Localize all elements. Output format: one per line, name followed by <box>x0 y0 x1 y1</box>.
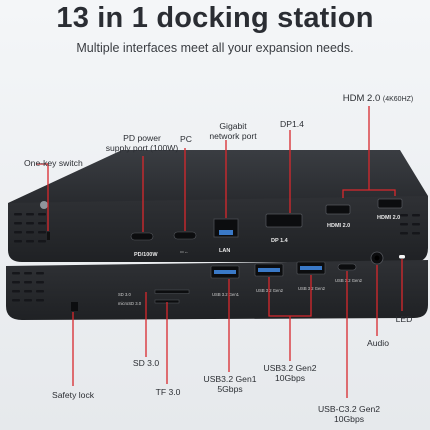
sd-slot-print: SD 3.0 <box>118 292 131 297</box>
pd-label: PD power supply port (100W) <box>92 133 192 153</box>
audio-jack-hole <box>374 255 380 261</box>
usbc-line1: USB-C3.2 Gen2 <box>317 404 381 414</box>
hdmi-port-1[interactable] <box>325 204 351 215</box>
upper-dock-unit: PD/100W ▭↔ LAN DP 1.4 HDMI 2.0 HDMI 2.0 <box>8 150 428 262</box>
pd-port-print: PD/100W <box>134 252 158 258</box>
pc-port[interactable] <box>173 231 197 240</box>
usb-a-port-2-insert <box>258 268 280 272</box>
usbc-label: USB-C3.2 Gen2 10Gbps <box>312 404 386 424</box>
usb-a-port-1-print: USB 3.2 Gen1 <box>212 292 240 297</box>
lan-port-insert <box>219 230 233 235</box>
lower-dock-unit: SD 3.0 microSD 3.0 USB 3.2 Gen1 USB 3.2 … <box>6 251 428 320</box>
usb-a-port-3-insert <box>300 266 322 270</box>
dp-port[interactable] <box>265 213 303 228</box>
one-key-switch-label: One-key switch <box>24 158 83 168</box>
dp-label: DP1.4 <box>280 119 304 129</box>
safety-lock-slot[interactable] <box>71 302 78 311</box>
usb-gen1-label: USB3.2 Gen1 5Gbps <box>198 374 262 394</box>
callout-lines <box>36 106 403 398</box>
tf-label: TF 3.0 <box>155 387 181 397</box>
one-key-switch[interactable] <box>47 232 50 240</box>
audio-label: Audio <box>367 338 389 348</box>
microsd-slot-print: microSD 3.0 <box>118 301 142 306</box>
hdmi-port-1-print: HDMI 2.0 <box>327 223 350 229</box>
gigabit-label: Gigabit network port <box>201 121 265 141</box>
hdmi-port-2[interactable] <box>377 198 403 209</box>
usb-c-port[interactable] <box>337 263 357 271</box>
upper-vents <box>14 213 420 243</box>
hdmi-port-2-print: HDMI 2.0 <box>377 215 400 221</box>
switch-callout <box>36 163 49 231</box>
usb-gen2-line1: USB3.2 Gen2 <box>263 363 317 373</box>
hdmi-label: HDM 2.0 (4K60HZ) <box>326 94 430 105</box>
page-subtitle: Multiple interfaces meet all your expans… <box>76 41 354 55</box>
safety-lock-label: Safety lock <box>52 390 95 400</box>
pd-port[interactable] <box>130 232 154 241</box>
lan-port-print: LAN <box>219 248 230 254</box>
lower-front-face <box>6 260 428 320</box>
hdmi-label-text: HDM 2.0 <box>342 93 381 104</box>
gigabit-label-line2: network port <box>209 131 257 141</box>
lower-vents <box>12 272 44 302</box>
pc-label: PC <box>180 134 192 144</box>
usb-c-port-print: USB 3.2 Gen2 <box>335 278 363 283</box>
pd-label-line2: supply port (100W) <box>105 143 179 153</box>
sd-label: SD 3.0 <box>132 358 160 368</box>
gigabit-label-line1: Gigabit <box>219 121 247 131</box>
usb-gen1-line2: 5Gbps <box>217 384 243 394</box>
page-title: 13 in 1 docking station <box>56 2 374 34</box>
usbc-line2: 10Gbps <box>333 414 365 424</box>
led-label: LED <box>395 314 413 324</box>
upper-top-face <box>8 150 428 210</box>
hdmi-label-res: (4K60HZ) <box>382 96 414 103</box>
usb-a-port-1-insert <box>214 270 236 274</box>
pd-label-line1: PD power <box>123 133 161 143</box>
usb-gen2-label: USB3.2 Gen2 10Gbps <box>258 363 322 383</box>
sd-slot[interactable] <box>154 289 190 294</box>
dp-port-print: DP 1.4 <box>271 238 289 244</box>
led-indicator <box>399 255 405 259</box>
pc-port-icon: ▭↔ <box>180 249 188 254</box>
usb-gen2-line2: 10Gbps <box>274 373 306 383</box>
usb-a-port-2-print: USB 3.2 Gen2 <box>256 288 284 293</box>
brand-logo-icon <box>40 201 48 209</box>
usb-a-port-3-print: USB 3.2 Gen2 <box>298 286 326 291</box>
usb-gen1-line1: USB3.2 Gen1 <box>203 374 257 384</box>
